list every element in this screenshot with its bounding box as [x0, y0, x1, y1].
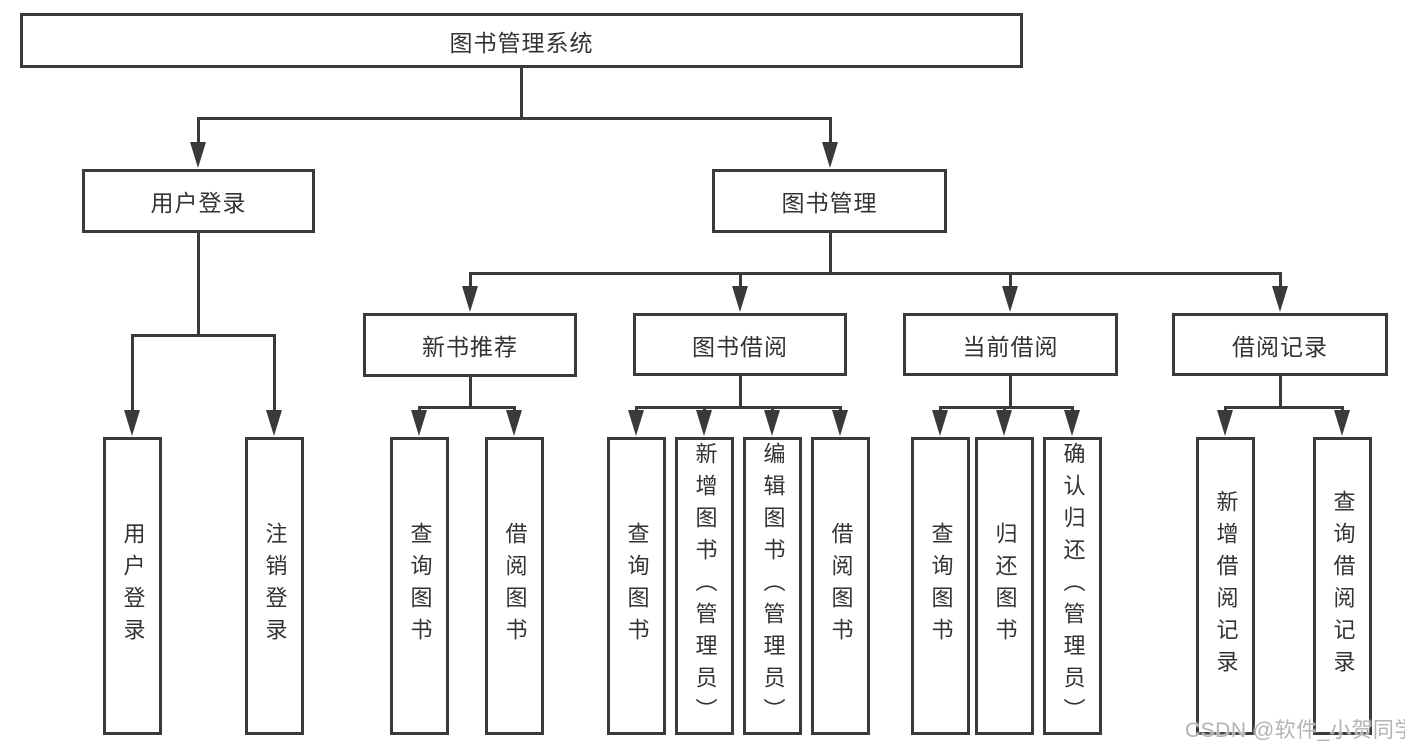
- node-label-root: 图书管理系统: [449, 29, 594, 56]
- arrowhead-down-icon: [266, 410, 282, 436]
- node-label-current-search-books: 查询图书: [928, 522, 954, 650]
- node-records-search-record: 查询借阅记录: [1313, 437, 1372, 735]
- arrowhead-down-icon: [1064, 410, 1080, 436]
- connector-book-mgmt-drop-1: [738, 273, 742, 290]
- node-label-borrow-search-books: 查询图书: [624, 522, 650, 650]
- node-label-current-borrow: 当前借阅: [962, 333, 1059, 360]
- node-user-login: 用户登录: [82, 169, 315, 233]
- arrowhead-down-icon: [190, 142, 206, 168]
- node-label-book-borrow: 图书借阅: [692, 333, 788, 360]
- node-root: 图书管理系统: [20, 13, 1023, 68]
- arrowhead-down-icon: [1002, 286, 1018, 312]
- node-label-new-book-rec: 新书推荐: [422, 334, 518, 360]
- connector-user-login-stub: [196, 233, 200, 337]
- node-borrow-add-books: 新增图书（管理员）: [675, 437, 734, 735]
- connector-borrow-records-stub: [1278, 376, 1282, 409]
- node-rec-search-books: 查询图书: [390, 437, 449, 735]
- connector-book-mgmt-branch: [468, 271, 1282, 275]
- node-label-current-confirm-return: 确认归还（管理员）: [1060, 442, 1086, 730]
- node-borrow-records: 借阅记录: [1172, 313, 1388, 376]
- node-label-borrow-borrow-books: 借阅图书: [828, 522, 854, 650]
- connector-root-drop-1: [828, 118, 832, 146]
- arrowhead-down-icon: [1334, 410, 1350, 436]
- node-book-borrow: 图书借阅: [633, 313, 847, 376]
- arrowhead-down-icon: [764, 410, 780, 436]
- arrowhead-down-icon: [1217, 410, 1233, 436]
- connector-book-borrow-branch: [634, 405, 842, 409]
- connector-book-borrow-stub: [738, 376, 742, 409]
- connector-root-stub: [519, 68, 523, 120]
- node-label-book-mgmt: 图书管理: [781, 190, 878, 216]
- node-label-user-login-leaf: 用户登录: [120, 522, 146, 650]
- node-label-records-add-record: 新增借阅记录: [1213, 490, 1239, 682]
- node-label-rec-search-books: 查询图书: [407, 522, 433, 650]
- arrowhead-down-icon: [732, 286, 748, 312]
- arrowhead-down-icon: [411, 410, 427, 436]
- node-current-return-books: 归还图书: [975, 437, 1034, 735]
- node-user-login-leaf: 用户登录: [103, 437, 162, 735]
- arrowhead-down-icon: [696, 410, 712, 436]
- arrowhead-down-icon: [832, 410, 848, 436]
- node-label-borrow-add-books: 新增图书（管理员）: [692, 442, 718, 730]
- node-label-borrow-edit-books: 编辑图书（管理员）: [760, 442, 786, 730]
- arrowhead-down-icon: [996, 410, 1012, 436]
- arrowhead-down-icon: [124, 410, 140, 436]
- node-current-search-books: 查询图书: [911, 437, 970, 735]
- connector-user-login-drop-1: [272, 335, 276, 414]
- arrowhead-down-icon: [506, 410, 522, 436]
- arrowhead-down-icon: [822, 142, 838, 168]
- connector-book-mgmt-drop-3: [1278, 273, 1282, 290]
- connector-user-login-branch: [130, 333, 276, 337]
- node-label-user-login: 用户登录: [150, 190, 247, 216]
- node-borrow-search-books: 查询图书: [607, 437, 666, 735]
- connector-new-book-rec-branch: [417, 405, 516, 409]
- node-borrow-borrow-books: 借阅图书: [811, 437, 870, 735]
- node-new-book-rec: 新书推荐: [363, 313, 577, 377]
- connector-current-borrow-branch: [938, 405, 1074, 409]
- node-current-borrow: 当前借阅: [903, 313, 1118, 376]
- connector-root-drop-0: [196, 118, 200, 146]
- arrowhead-down-icon: [1272, 286, 1288, 312]
- connector-book-mgmt-drop-2: [1008, 273, 1012, 290]
- arrowhead-down-icon: [628, 410, 644, 436]
- node-label-rec-borrow-books: 借阅图书: [502, 522, 528, 650]
- node-borrow-edit-books: 编辑图书（管理员）: [743, 437, 802, 735]
- node-current-confirm-return: 确认归还（管理员）: [1043, 437, 1102, 735]
- node-label-logout-leaf: 注销登录: [262, 522, 288, 650]
- node-label-borrow-records: 借阅记录: [1232, 333, 1328, 360]
- connector-borrow-records-branch: [1223, 405, 1344, 409]
- connector-book-mgmt-drop-0: [468, 273, 472, 290]
- arrowhead-down-icon: [932, 410, 948, 436]
- node-label-current-return-books: 归还图书: [992, 522, 1018, 650]
- connector-root-branch: [196, 116, 832, 120]
- connector-book-mgmt-stub: [828, 233, 832, 275]
- node-records-add-record: 新增借阅记录: [1196, 437, 1255, 735]
- connector-current-borrow-stub: [1008, 376, 1012, 409]
- watermark: CSDN @软件_小贺同学: [1185, 719, 1405, 742]
- connector-user-login-drop-0: [130, 335, 134, 414]
- arrowhead-down-icon: [462, 286, 478, 312]
- node-logout-leaf: 注销登录: [245, 437, 304, 735]
- node-rec-borrow-books: 借阅图书: [485, 437, 544, 735]
- node-book-mgmt: 图书管理: [712, 169, 947, 233]
- node-label-records-search-record: 查询借阅记录: [1330, 490, 1356, 682]
- connector-new-book-rec-stub: [468, 377, 472, 409]
